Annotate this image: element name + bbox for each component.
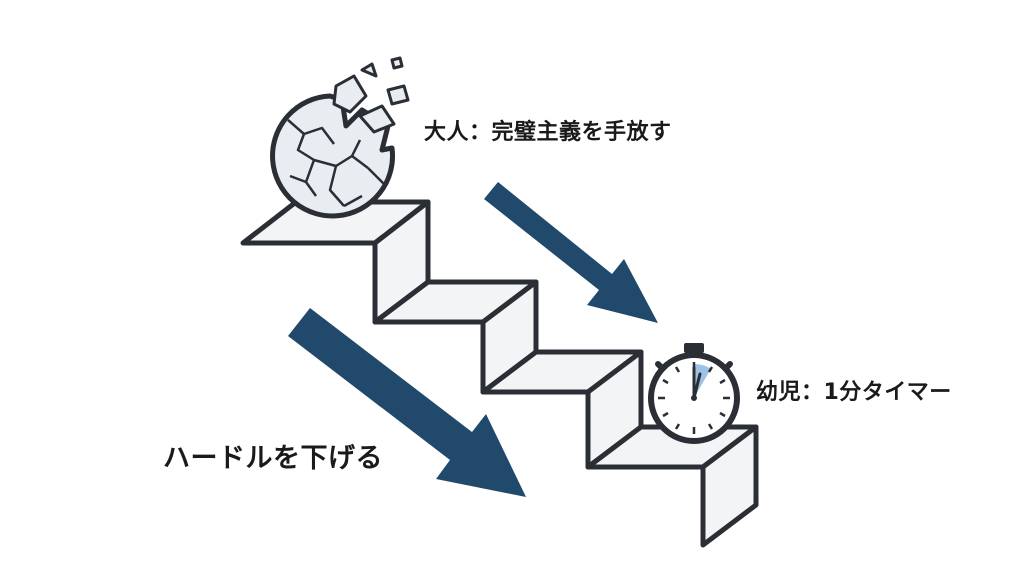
staircase xyxy=(240,199,759,548)
stopwatch-icon xyxy=(648,343,740,444)
shattered-globe-icon xyxy=(270,56,410,219)
arrow-left-down-icon xyxy=(288,308,526,497)
adult-label: 大人：完璧主義を手放す xyxy=(424,120,672,145)
hurdle-label: ハードルを下げる xyxy=(163,443,383,474)
child-label: 幼児：1分タイマー xyxy=(756,380,952,405)
arrow-right-down-icon xyxy=(484,182,658,323)
arrows xyxy=(288,182,658,497)
stair-riser-4 xyxy=(700,424,759,548)
